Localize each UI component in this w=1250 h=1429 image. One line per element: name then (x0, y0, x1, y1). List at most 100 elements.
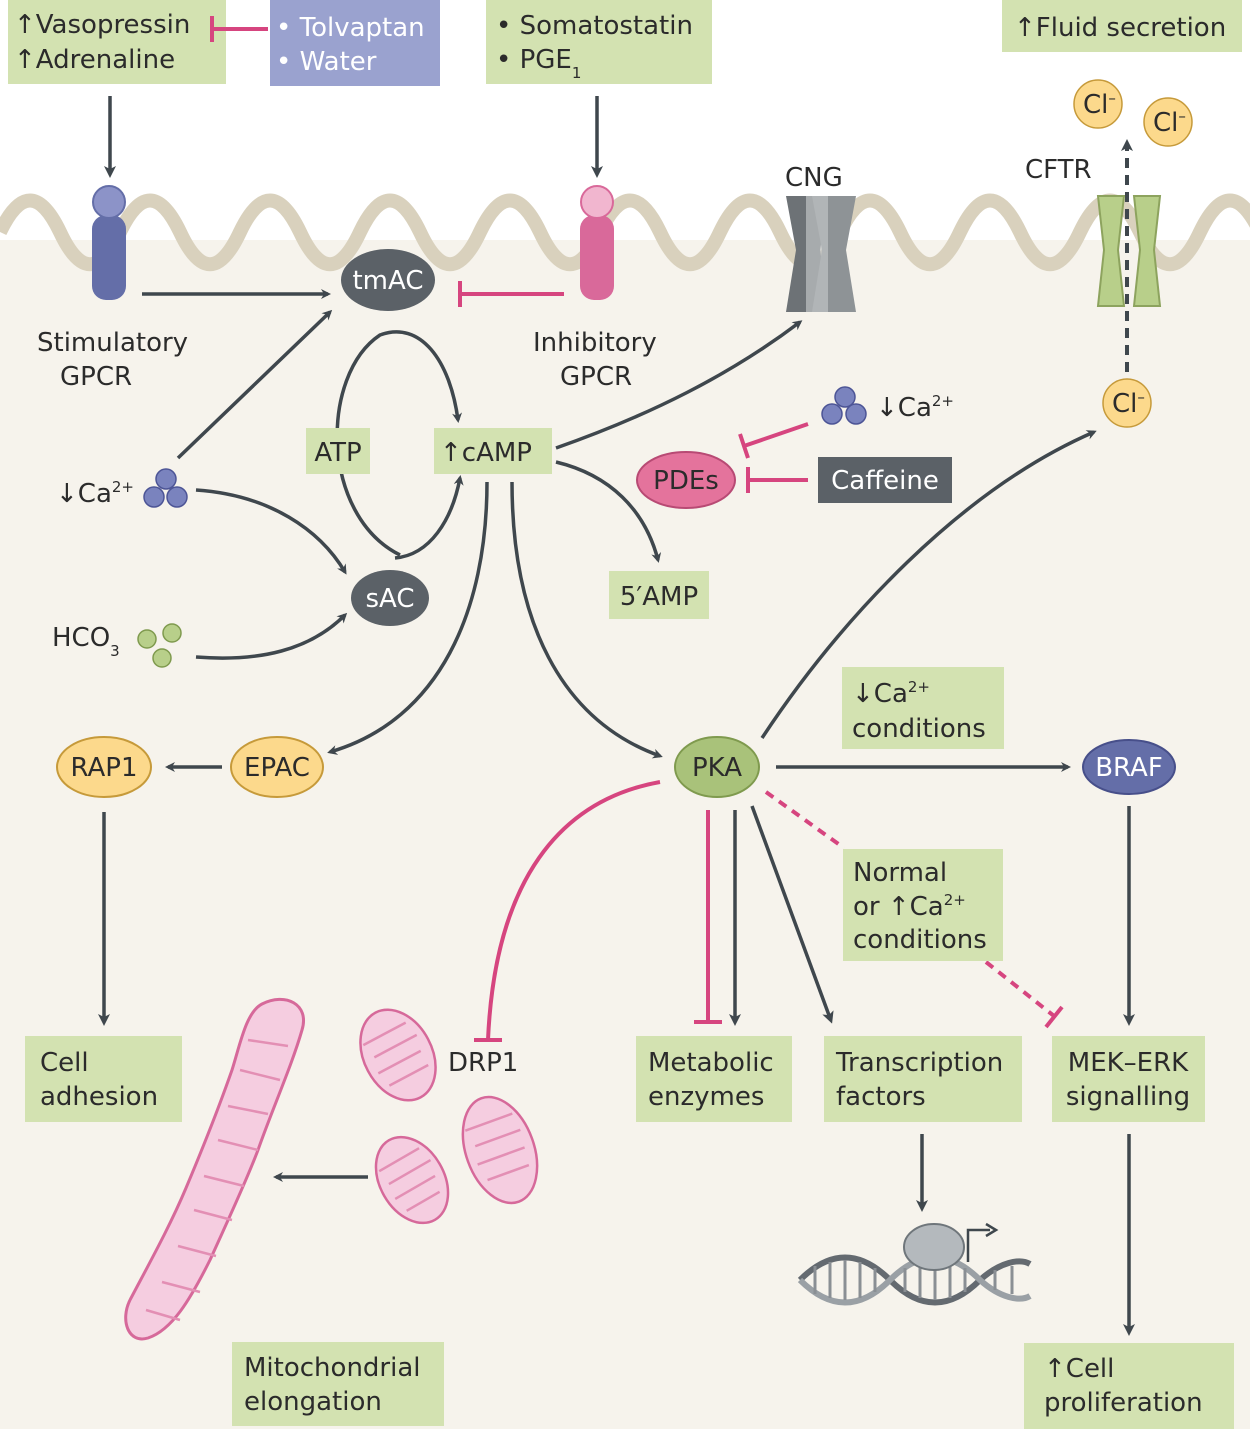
somatostatin-pge-box (486, 0, 712, 84)
cell-adhesion-label-1: Cell (40, 1048, 89, 1078)
mek-erk-box (1052, 1036, 1205, 1122)
bicarbonate-ions (137, 623, 182, 668)
cng-label: CNG (785, 163, 843, 193)
sac-node (351, 570, 429, 626)
metabolic-enzymes-box (636, 1036, 792, 1122)
chloride-ion-top-right: Cl– (1143, 97, 1193, 147)
arrow-ca-to-sac (195, 488, 347, 575)
mitochondrial-elongation-label-1: Mitochondrial (244, 1353, 421, 1383)
transcription-factors-box (824, 1036, 1022, 1122)
transcription-factors-label-1: Transcription (835, 1048, 1003, 1078)
mitochondrion-middle (461, 1095, 539, 1205)
mitochondrion-top (359, 1008, 437, 1102)
braf-node (1082, 739, 1176, 795)
cell-adhesion-label-2: adhesion (40, 1082, 158, 1112)
ca-inhibits-pdes (743, 422, 809, 448)
five-amp-label: 5′AMP (620, 582, 698, 612)
braf-label: BRAF (1095, 753, 1163, 783)
ca-right-label: ↓Ca2+ (876, 392, 954, 423)
calcium-ions-left (143, 468, 188, 508)
adrenaline-label: ↑Adrenaline (14, 45, 175, 75)
metabolic-enzymes-label-1: Metabolic (648, 1048, 774, 1078)
cng-channel (786, 196, 856, 312)
pka-inhibits-mek-erk-dashed (984, 960, 1056, 1018)
mek-erk-label-1: MEK–ERK (1068, 1048, 1189, 1078)
drp1-label: DRP1 (448, 1048, 518, 1078)
metabolic-enzymes-label-2: enzymes (648, 1082, 764, 1112)
cell-membrane (0, 193, 1250, 271)
fluid-secretion-box (1002, 0, 1242, 52)
arrow-camp-to-epac (327, 481, 489, 755)
tolvaptan-water-box (270, 0, 440, 86)
svg-text:Cl–: Cl– (1112, 388, 1145, 419)
svg-text:Cl–: Cl– (1083, 89, 1116, 120)
cell-proliferation-label-1: ↑Cell (1044, 1354, 1114, 1384)
pge-label: • PGE1 (496, 45, 581, 82)
normal-ca-label-2: or ↑Ca2+ (853, 891, 966, 922)
hco3-label: HCO3 (52, 623, 120, 660)
transcription-factor-on-dna (903, 1223, 965, 1271)
ca-left-label: ↓Ca2+ (56, 478, 134, 509)
transcription-factors-label-2: factors (836, 1082, 926, 1112)
cftr-label: CFTR (1025, 155, 1092, 185)
mitochondrial-elongation-box (232, 1342, 444, 1426)
atp-box (306, 428, 370, 474)
arrow-camp-to-cng (555, 320, 803, 450)
arrow-ca-to-tmac (176, 309, 333, 460)
camp-box (434, 428, 552, 474)
epac-label: EPAC (244, 753, 310, 783)
arrow-camp-to-pka (510, 481, 663, 759)
normal-ca-label-1: Normal (853, 858, 947, 888)
stim-gpcr-label-1: Stimulatory (37, 328, 188, 358)
arrow-sac-to-camp (394, 475, 464, 560)
camp-label: ↑cAMP (440, 438, 532, 468)
calcium-ions-right (821, 386, 867, 425)
sac-label: sAC (365, 584, 414, 614)
pdes-node (636, 451, 736, 509)
tmac-label: tmAC (352, 266, 423, 296)
pka-dashed-to-normal-ca (764, 790, 846, 850)
transcription-start-arrow (966, 1228, 990, 1262)
stimulatory-gpcr-receptor (92, 185, 126, 300)
vasopressin-label: ↑Vasopressin (14, 10, 190, 40)
normal-ca-label-3: conditions (853, 925, 987, 955)
mitochondrion-bottom (374, 1135, 450, 1225)
water-label: • Water (276, 47, 377, 77)
rap1-label: RAP1 (70, 753, 137, 783)
inhib-gpcr-label-1: Inhibitory (533, 328, 657, 358)
stim-gpcr-label-2: GPCR (60, 362, 132, 392)
elongated-mitochondrion (124, 997, 305, 1341)
rap1-node (56, 736, 152, 798)
pdes-label: PDEs (653, 466, 719, 496)
arrow-pka-to-transcription-factors (750, 805, 834, 1024)
pka-label: PKA (692, 753, 742, 783)
arrow-camp-to-5amp (555, 460, 662, 563)
arrow-tmac-atp-to-camp (335, 330, 463, 557)
inhibitory-gpcr-receptor (580, 185, 614, 300)
pka-node (674, 736, 760, 798)
transcription-start-arrowhead (985, 1222, 999, 1238)
caffeine-box (818, 457, 952, 503)
arrow-hco3-to-sac (195, 612, 348, 660)
tmac-node (341, 249, 435, 311)
vasopressin-adrenaline-box (8, 0, 226, 84)
low-ca-conditions-label-2: conditions (852, 714, 986, 744)
cftr-channel (1096, 195, 1162, 307)
cell-proliferation-box (1024, 1343, 1234, 1429)
low-ca-conditions-box (842, 667, 1004, 749)
inhibition-bar (738, 433, 750, 459)
mitochondrial-elongation-label-2: elongation (244, 1387, 382, 1417)
chloride-ion-cytoplasm: Cl– (1102, 378, 1152, 428)
inhibition-bar (1044, 1005, 1064, 1029)
pka-inhibits-drp1 (486, 780, 661, 1041)
tolvaptan-label: • Tolvaptan (276, 13, 425, 43)
fluid-secretion-label: ↑Fluid secretion (1014, 13, 1226, 43)
chloride-ion-top-left: Cl– (1073, 79, 1123, 129)
atp-label: ATP (314, 438, 361, 468)
arrow-pka-to-cftr-chloride (760, 430, 1097, 739)
epac-node (230, 736, 324, 798)
mek-erk-label-2: signalling (1066, 1082, 1190, 1112)
caffeine-label: Caffeine (831, 466, 939, 496)
svg-text:Cl–: Cl– (1153, 107, 1186, 138)
